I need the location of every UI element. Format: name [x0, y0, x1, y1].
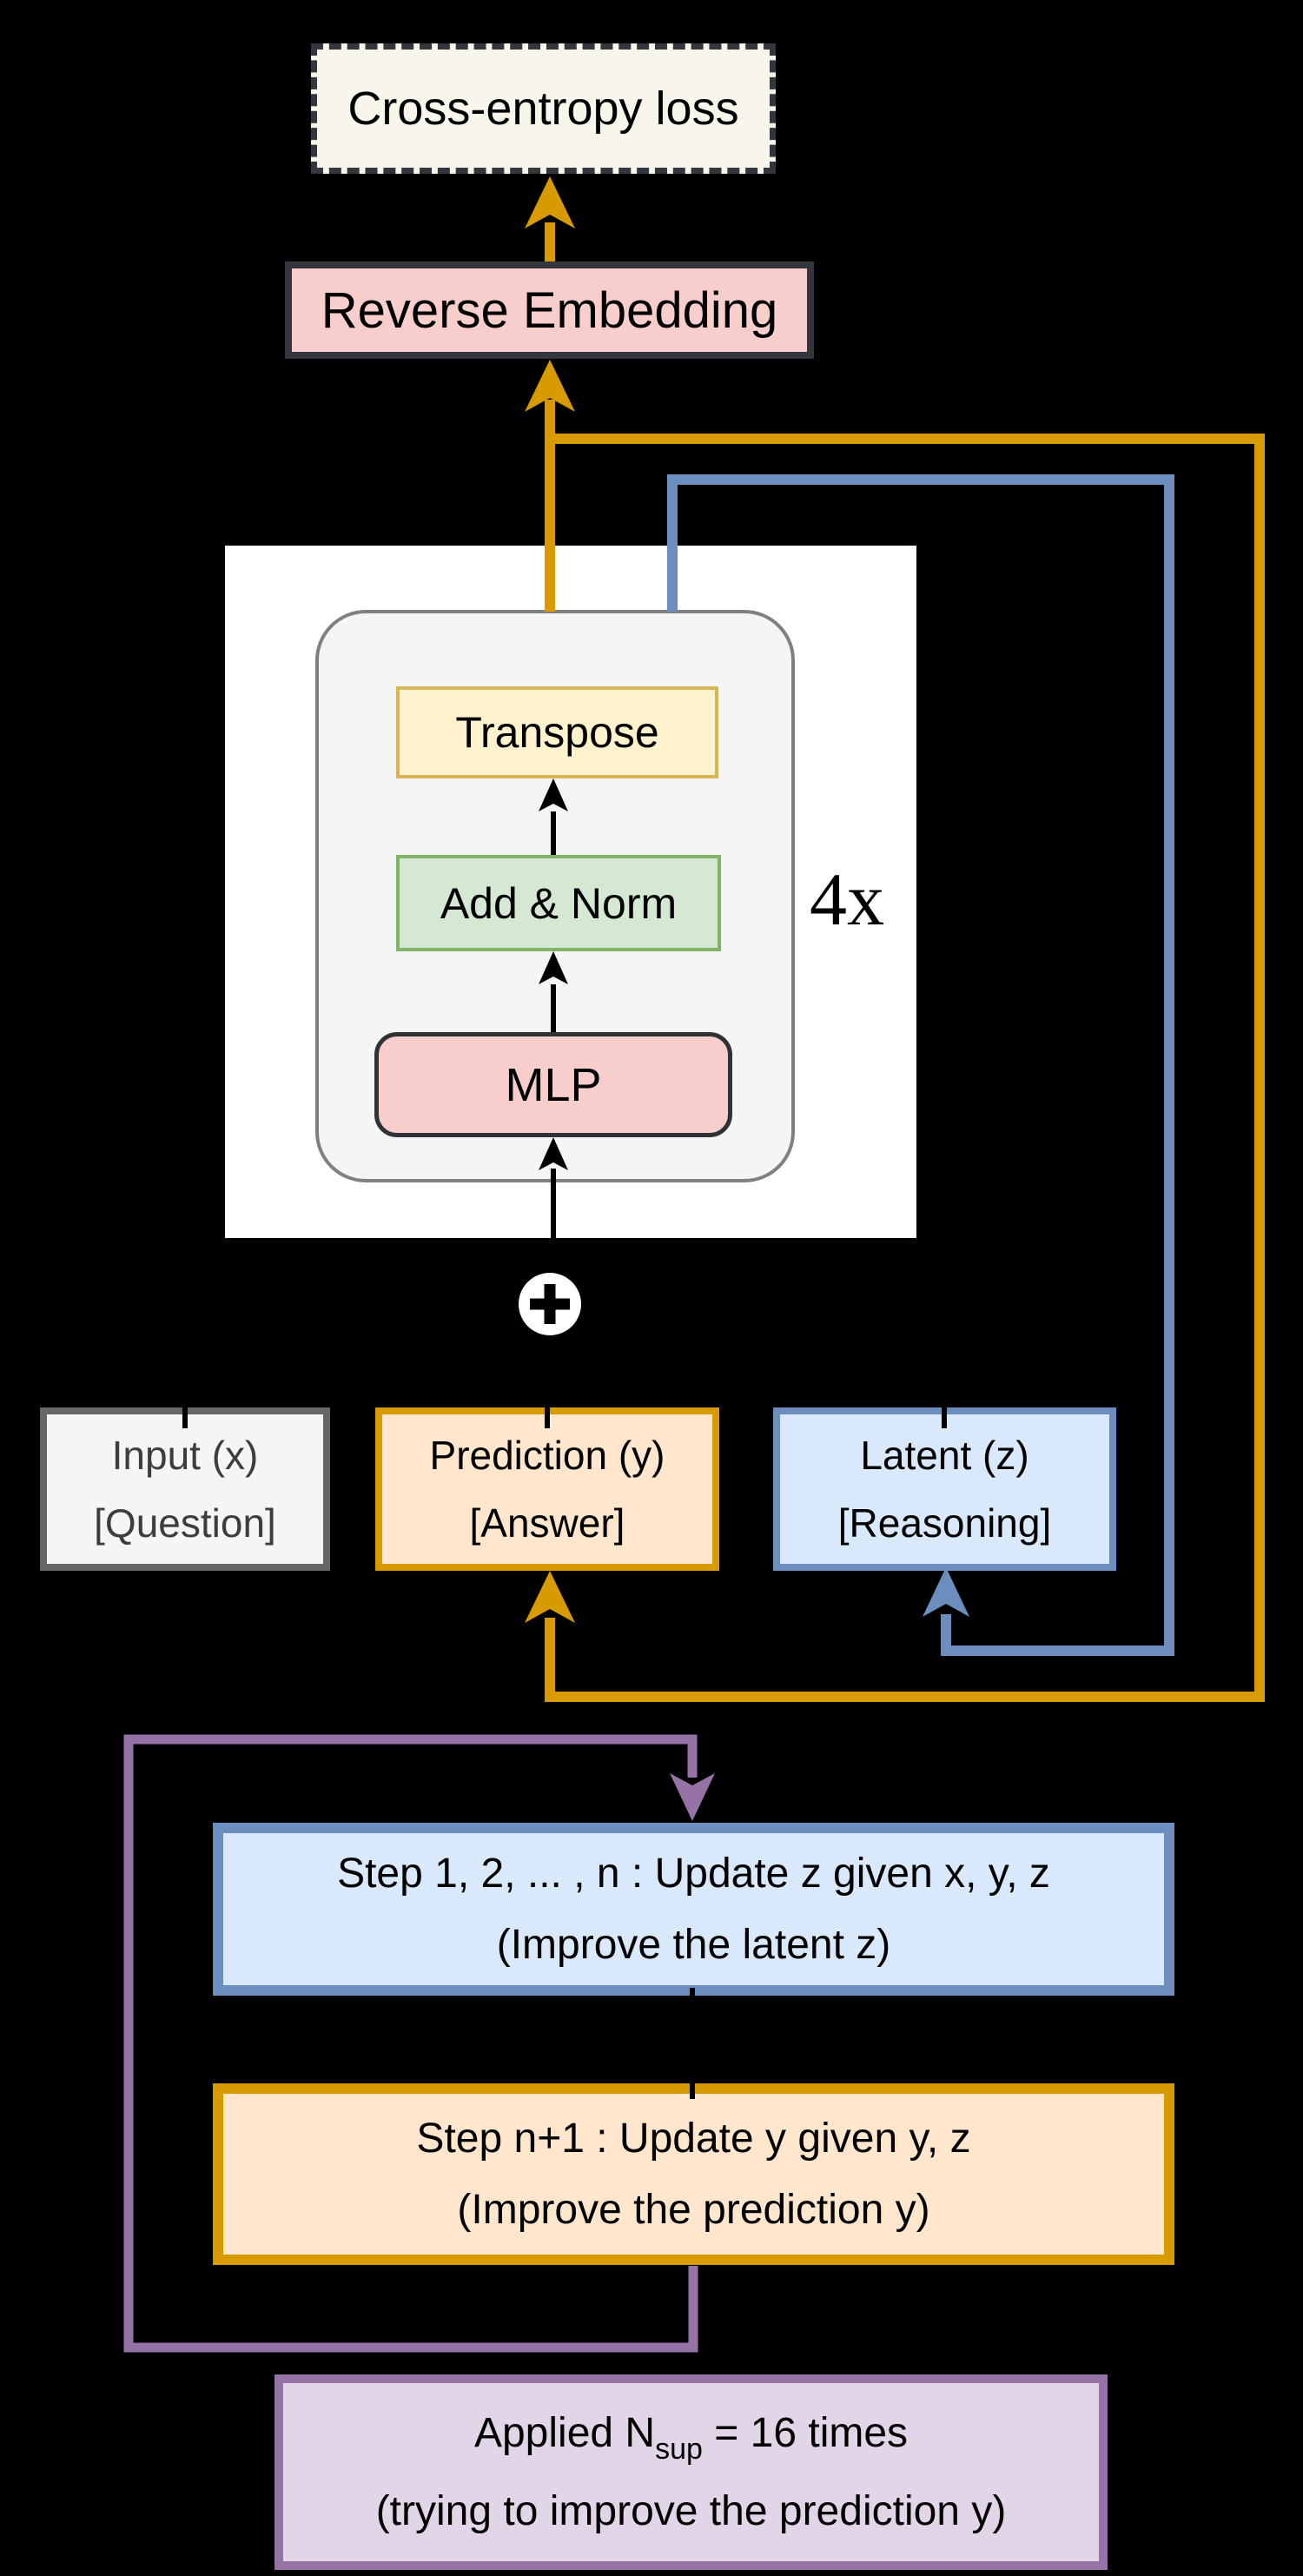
applied-nsup-box: Applied Nsup = 16 times (trying to impro… [274, 2374, 1108, 2570]
applied-nsup-subscript: sup [655, 2432, 703, 2466]
repeat-4x-label: 4x [810, 858, 884, 941]
purple-supervision-loop-icon [123, 1734, 715, 2353]
reverse-embedding-box: Reverse Embedding [285, 262, 814, 359]
step-update-z-line2: (Improve the latent z) [496, 1921, 891, 1968]
cross-entropy-loss-box: Cross-entropy loss [311, 43, 776, 174]
input-x-line1: Input (x) [111, 1433, 259, 1478]
transpose-box: Transpose [396, 686, 718, 778]
black-arrow-into-mlp-icon [539, 1137, 568, 1272]
add-norm-label: Add & Norm [440, 878, 678, 928]
gold-arrow-to-loss-icon [525, 176, 575, 262]
step-update-y-line2: (Improve the prediction y) [457, 2186, 930, 2233]
cross-entropy-loss-label: Cross-entropy loss [347, 83, 739, 135]
gold-feedback-loop-to-prediction-icon [525, 434, 1265, 1702]
mlp-label: MLP [505, 1058, 602, 1111]
step-update-y-box: Step n+1 : Update y given y, z (Improve … [213, 2083, 1174, 2265]
input-x-box: Input (x) [Question] [40, 1407, 330, 1571]
applied-nsup-line2: (trying to improve the prediction y) [375, 2487, 1007, 2534]
prediction-y-line2: [Answer] [469, 1500, 625, 1546]
input-x-line2: [Question] [94, 1500, 276, 1546]
gold-arrow-to-reverse-embedding-icon [525, 360, 575, 612]
applied-nsup-suffix: = 16 times [702, 2409, 909, 2456]
latent-z-line2: [Reasoning] [837, 1500, 1052, 1546]
connector-notches-icon [182, 1401, 947, 2099]
black-arrow-mlp-to-addnorm-icon [539, 951, 568, 1032]
add-norm-box: Add & Norm [396, 855, 721, 951]
black-arrow-addnorm-to-transpose-icon [539, 778, 568, 855]
reverse-embedding-label: Reverse Embedding [321, 281, 778, 339]
blue-feedback-loop-to-latent-icon [667, 474, 1174, 1656]
mlp-box: MLP [374, 1032, 732, 1137]
plus-circle-icon [519, 1273, 581, 1335]
applied-nsup-prefix: Applied N [473, 2409, 656, 2456]
latent-z-line1: Latent (z) [860, 1433, 1029, 1478]
prediction-y-line1: Prediction (y) [429, 1433, 665, 1478]
step-update-z-box: Step 1, 2, ... , n : Update z given x, y… [213, 1823, 1174, 1996]
step-update-y-line1: Step n+1 : Update y given y, z [416, 2115, 971, 2162]
transpose-label: Transpose [455, 708, 659, 757]
latent-z-box: Latent (z) [Reasoning] [773, 1407, 1116, 1571]
applied-nsup-line1: Applied Nsup = 16 times [474, 2396, 908, 2474]
step-update-z-line1: Step 1, 2, ... , n : Update z given x, y… [337, 1850, 1050, 1897]
